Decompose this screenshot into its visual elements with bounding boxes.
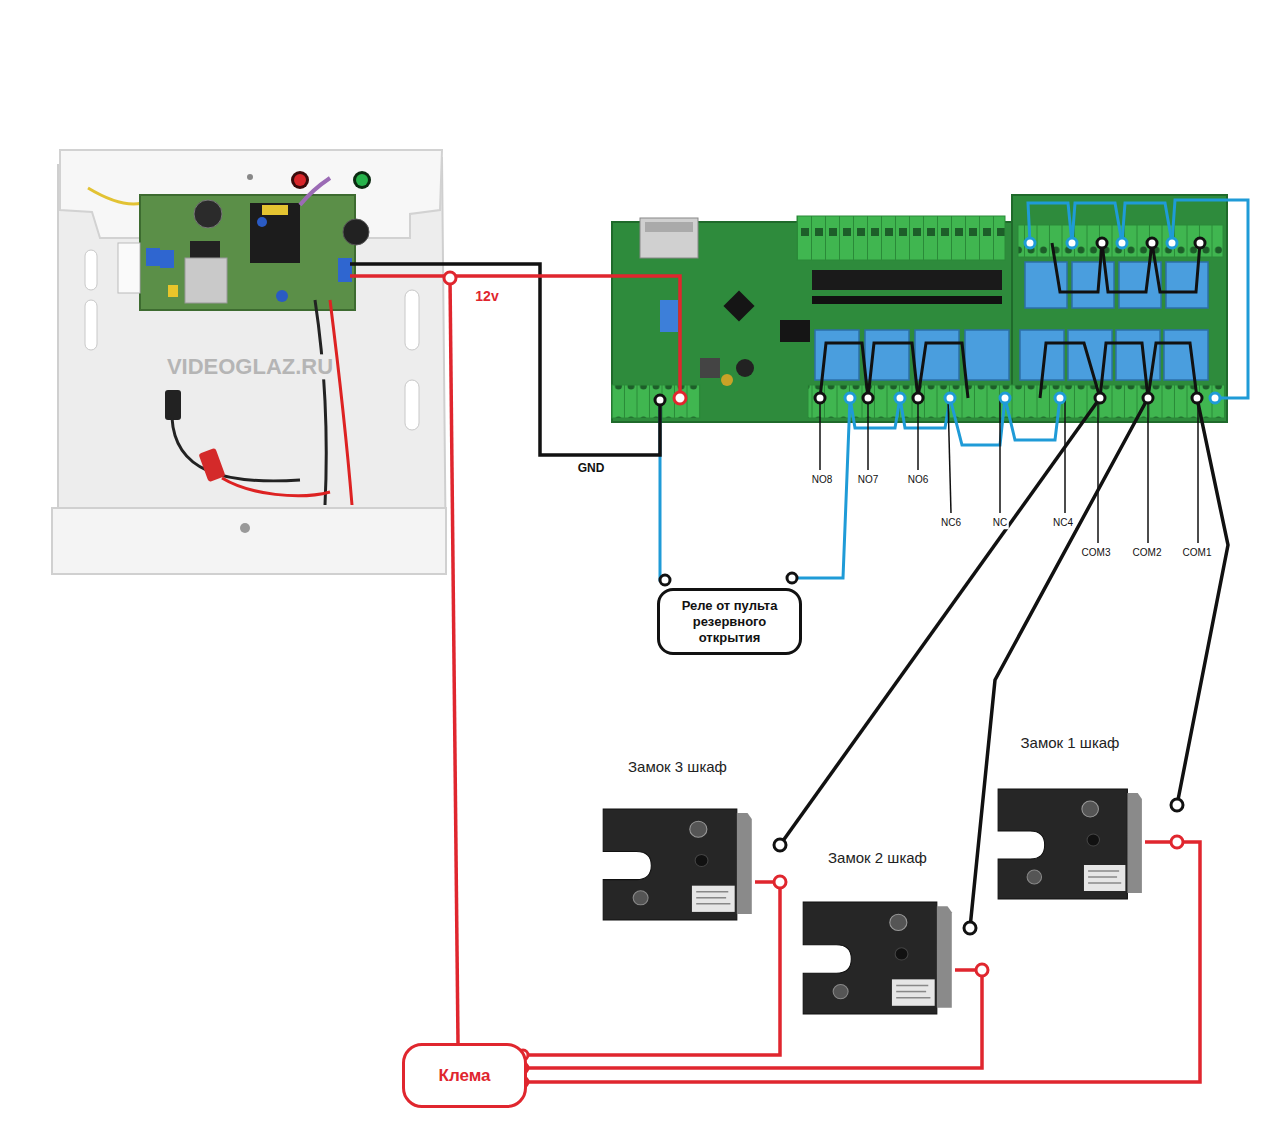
lock-node: Замок 3 шкаф — [600, 752, 755, 924]
power-wire — [527, 842, 1200, 1082]
lock-picture — [800, 898, 955, 1018]
pin-label: COM3 — [1080, 547, 1113, 559]
power-supply — [52, 150, 446, 574]
lock-heading: Замок 2 шкаф — [828, 849, 927, 866]
leader-lines — [820, 398, 1198, 543]
relay-box: Реле от пульта резервного открытия — [657, 588, 802, 655]
blue-wires — [660, 200, 1248, 580]
terminal-label: Клема — [439, 1066, 491, 1086]
pin-label: NO7 — [856, 474, 881, 486]
pin-label: NC6 — [939, 517, 963, 529]
relay-board — [612, 195, 1227, 422]
relay-label: Реле от пульта резервного открытия — [668, 598, 791, 646]
voltage-label: 12v — [473, 288, 500, 304]
pin-label: NO8 — [810, 474, 835, 486]
lock-heading: Замок 1 шкаф — [1021, 734, 1120, 751]
lock-picture — [600, 805, 755, 924]
lock-picture — [995, 785, 1145, 903]
pin-label: NC — [991, 517, 1009, 529]
pin-label: NC4 — [1051, 517, 1075, 529]
terminal-block: Клема — [402, 1043, 527, 1108]
lock-heading: Замок 3 шкаф — [628, 758, 727, 775]
pin-label: NO6 — [906, 474, 931, 486]
ground-label: GND — [576, 462, 607, 476]
lock-wires — [780, 398, 1228, 928]
power-wire — [527, 970, 982, 1068]
lock-node: Замок 1 шкаф — [995, 728, 1145, 903]
pin-label: COM2 — [1131, 547, 1164, 559]
power-wires — [350, 264, 680, 1043]
relay-jumpers — [820, 243, 1200, 398]
lock-node: Замок 2 шкаф — [800, 843, 955, 1018]
watermark: VIDEOGLAZ.RU — [165, 354, 335, 379]
pin-label: COM1 — [1181, 547, 1214, 559]
